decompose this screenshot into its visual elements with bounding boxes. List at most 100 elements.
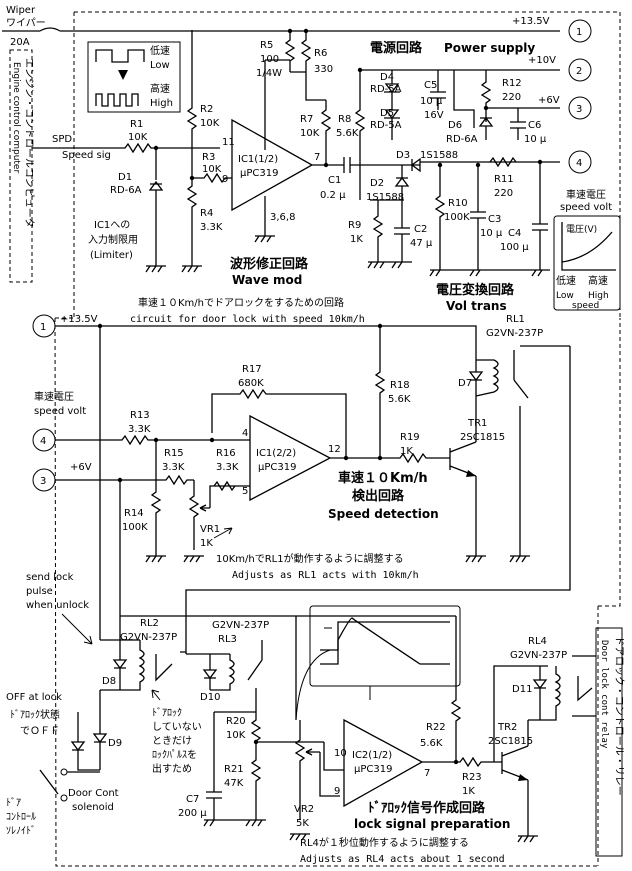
r11-label: R11	[494, 174, 514, 185]
d7-label: D7	[458, 378, 472, 389]
d8-label: D8	[102, 676, 116, 687]
ground	[509, 555, 530, 563]
r2-label: R2	[200, 104, 213, 115]
r20-label: R20	[226, 716, 246, 727]
junction	[357, 67, 363, 73]
r13-value: 3.3K	[128, 424, 151, 435]
junction	[253, 739, 259, 745]
detect-head-en: circuit for door lock with speed 10km/h	[130, 314, 365, 325]
ecu-label-jp: エンジン・コントロールコンピュータ	[23, 58, 35, 228]
rl1-value: G2VN-237P	[486, 328, 543, 339]
wire	[305, 80, 326, 101]
fuse-label: 20A	[10, 37, 30, 48]
node-4-label: 4	[40, 436, 46, 447]
ic2-io	[323, 742, 502, 771]
tr2-label: TR2	[497, 722, 517, 733]
pin-4: 4	[242, 428, 248, 439]
r14-label: R14	[124, 508, 144, 519]
detect-speed-volt-jp: 車速電圧	[34, 390, 74, 403]
c5-volt: 16V	[424, 110, 444, 121]
d3-label: D3	[396, 150, 410, 161]
r17-value: 680K	[238, 378, 264, 389]
r23-value: 1K	[462, 786, 475, 797]
rl1-contact	[513, 345, 570, 556]
pulse-waveform-inset	[309, 605, 461, 687]
ic1a-power	[254, 60, 275, 243]
junction	[453, 759, 459, 765]
tr1-label: TR1	[467, 418, 487, 429]
ic1a-type: μPC319	[240, 168, 278, 179]
c5-label: C5	[424, 80, 437, 91]
vr2	[294, 616, 340, 820]
r12-d6	[478, 70, 494, 140]
node-4-top	[568, 150, 592, 174]
waveform-legend: 低速 Low 高速 High	[87, 41, 181, 113]
vr2-value: 5K	[296, 818, 309, 829]
pin-9-ic2: 9	[334, 786, 340, 797]
graph-speed: speed	[572, 301, 599, 311]
pin-7-ic2: 7	[424, 768, 430, 779]
rl4-coil-d11	[493, 665, 561, 762]
c2-value: 47 μ	[410, 238, 433, 249]
detect-v6: +6V	[70, 462, 92, 473]
r4-label: R4	[200, 208, 213, 219]
r13-wire	[55, 434, 250, 446]
r19-label: R19	[400, 432, 420, 443]
c7-label: C7	[186, 794, 199, 805]
r11	[489, 156, 517, 168]
r9-label: R9	[348, 220, 361, 231]
node-2-label: 2	[576, 66, 582, 77]
c6-label: C6	[528, 120, 541, 131]
d9-label: D9	[108, 738, 122, 749]
rl3-contact	[247, 640, 263, 712]
graph-high-jp: 高速	[588, 274, 608, 287]
ground	[517, 835, 538, 843]
r22	[450, 616, 462, 762]
v10-label: +10V	[528, 55, 556, 66]
legend-high-jp: 高速	[150, 82, 170, 95]
detect-head-jp: 車速１０Km/hでドアロックをするための回路	[138, 296, 344, 309]
dlc-label-jp: ドアロック・コントロール・リレー	[613, 636, 625, 796]
spd-label: SPD	[52, 134, 72, 145]
note-2: していない	[152, 721, 202, 733]
ground	[183, 555, 204, 563]
r15-label: R15	[164, 448, 184, 459]
graph-low: Low	[556, 291, 574, 301]
tr1-transistor	[449, 441, 477, 556]
send-arrow	[61, 613, 93, 645]
r10-label: R10	[448, 198, 468, 209]
c1-label: C1	[328, 175, 341, 186]
graph-low-jp: 低速	[556, 274, 576, 287]
pin-11: 11	[222, 137, 235, 148]
ground	[429, 269, 550, 277]
ic2-opamp	[343, 718, 424, 808]
wire	[295, 649, 371, 721]
limiter-label: (Limiter)	[90, 250, 133, 261]
d3-value: 1S1588	[420, 150, 458, 161]
tr2-arrow	[518, 774, 528, 781]
c5	[430, 70, 446, 110]
wiper-rail	[2, 27, 560, 32]
v135-rail-2	[55, 325, 477, 360]
d1-value: RD-6A	[110, 185, 142, 196]
r1-value: 10K	[128, 132, 148, 143]
lock-adjust-en: Adjusts as RL4 acts about 1 second	[300, 854, 505, 865]
junction	[323, 162, 329, 168]
lock-title-en: lock signal preparation	[354, 817, 510, 831]
send-lock-1: send lock	[26, 572, 74, 583]
r14-value: 100K	[122, 522, 148, 533]
speed-voltage-graph: 電圧(V) 低速 高速 Low High speed	[553, 215, 621, 311]
vol-trans-title-jp: 電圧変換回路	[436, 282, 515, 298]
ic1-note2: 入力制限用	[88, 233, 138, 246]
ic2-type: μPC319	[354, 764, 392, 775]
r3-value: 10K	[202, 164, 222, 175]
junction	[437, 162, 443, 168]
vr1	[188, 480, 200, 550]
node-3-top	[568, 96, 592, 120]
send-lock-3: when unlock	[26, 600, 89, 611]
junction	[343, 455, 349, 461]
ground	[203, 819, 266, 827]
d1-label: D1	[118, 172, 132, 183]
ground	[145, 265, 166, 273]
r11-value: 220	[494, 188, 513, 199]
